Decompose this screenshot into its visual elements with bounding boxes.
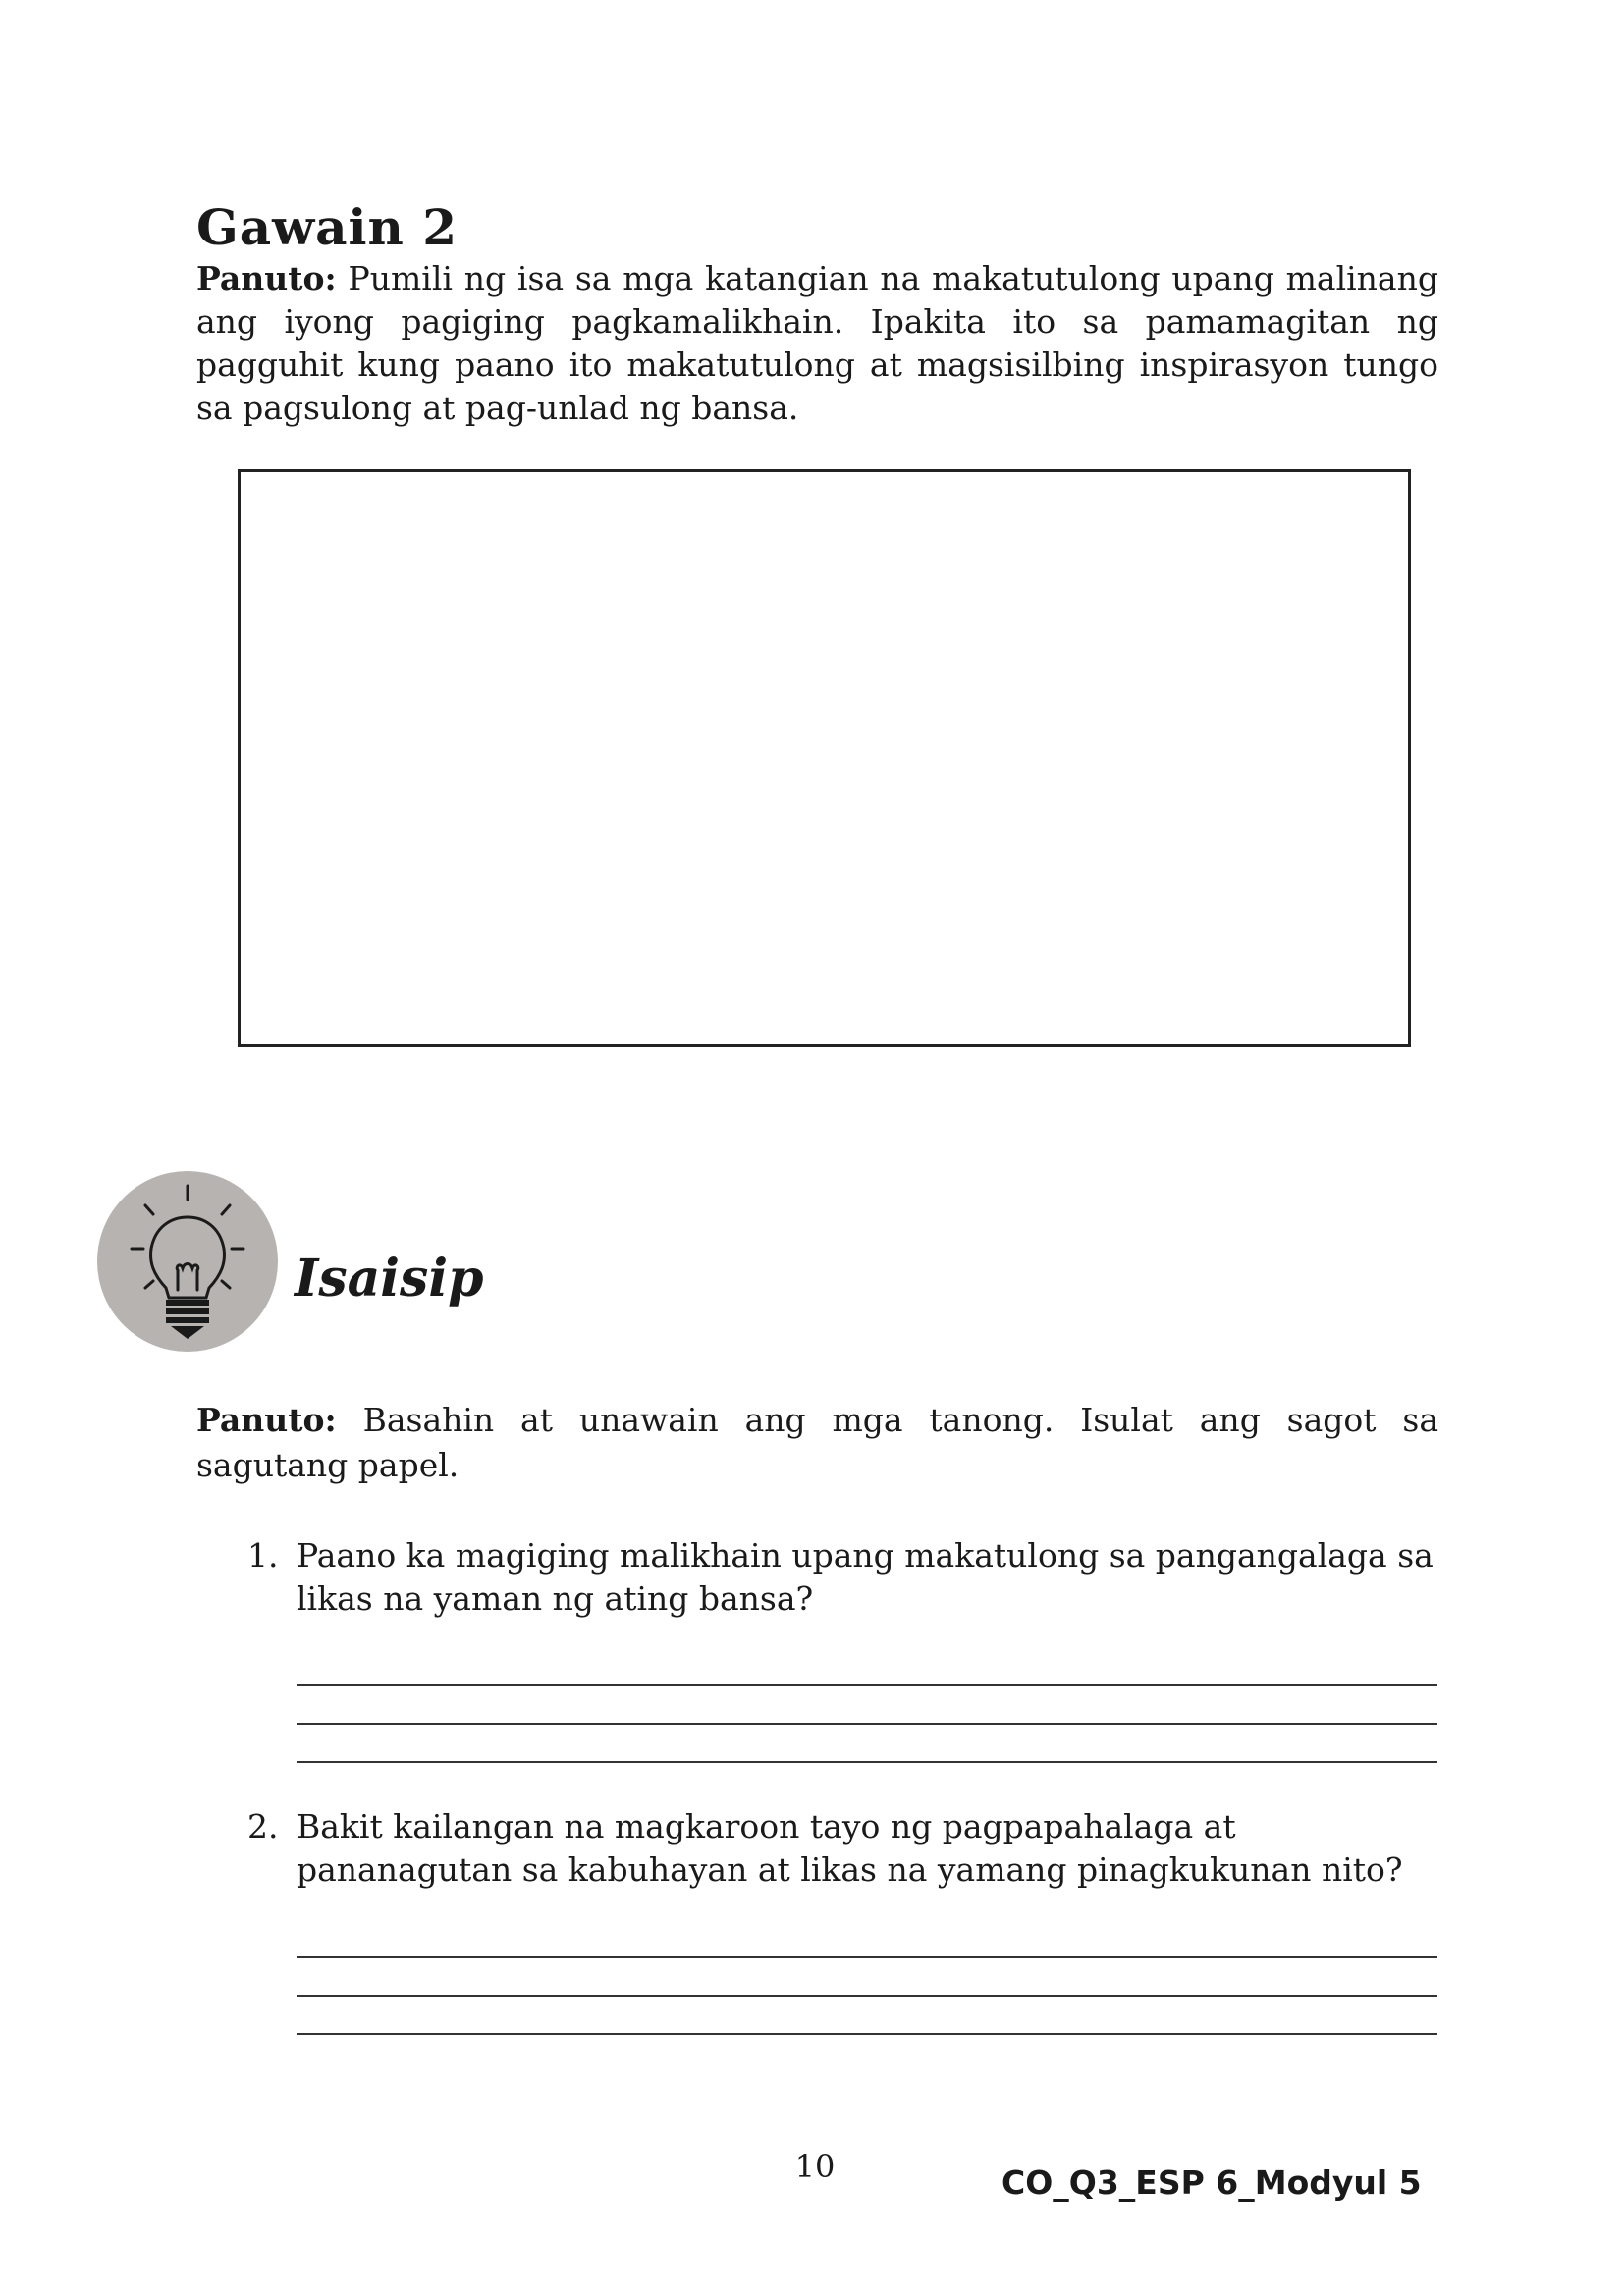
question-number: 2. (247, 1807, 279, 1845)
section-title-isaisip: Isaisip (295, 1249, 484, 1308)
answer-line[interactable] (297, 1723, 1437, 1725)
answer-line[interactable] (297, 1995, 1437, 1997)
answer-line[interactable] (297, 1761, 1437, 1763)
question-number: 1. (247, 1536, 279, 1575)
instruction-text: Basahin at unawain ang mga tanong. Isula… (196, 1401, 1438, 1484)
answer-line[interactable] (297, 2033, 1437, 2035)
page-number: 10 (794, 2148, 836, 2185)
module-code: CO_Q3_ESP 6_Modyul 5 (1001, 2163, 1422, 2202)
answer-line[interactable] (297, 1956, 1437, 1958)
drawing-area-box[interactable] (238, 469, 1411, 1047)
isaisip-instruction: Panuto: Basahin at unawain ang mga tanon… (196, 1398, 1438, 1488)
question-text: Bakit kailangan na magkaroon tayo ng pag… (297, 1807, 1403, 1889)
section-title-gawain: Gawain 2 (196, 198, 459, 256)
gawain-instruction: Panuto: Pumili ng isa sa mga katangian n… (196, 257, 1438, 430)
instruction-label: Panuto: (196, 259, 337, 297)
lightbulb-icon (94, 1168, 281, 1355)
question-text: Paano ka magiging malikhain upang makatu… (297, 1536, 1434, 1618)
answer-line[interactable] (297, 1684, 1437, 1686)
instruction-label: Panuto: (196, 1401, 337, 1439)
instruction-text: Pumili ng isa sa mga katangian na makatu… (196, 259, 1438, 427)
